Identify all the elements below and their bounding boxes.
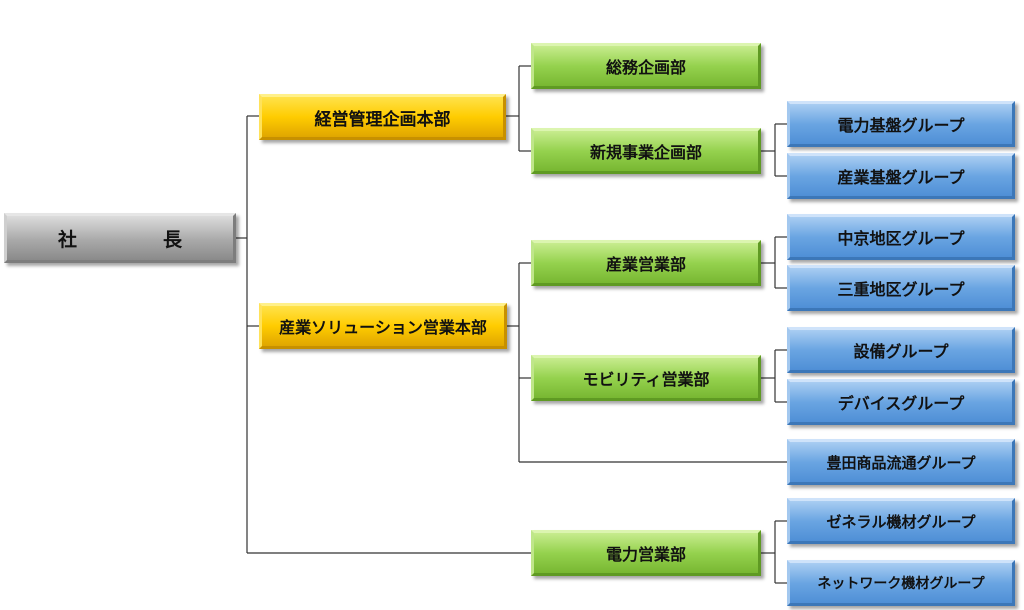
dept-general-planning[interactable]: 総務企画部: [531, 43, 761, 89]
division-industrial-solutions-label: 産業ソリューション営業本部: [279, 318, 487, 337]
group-network-material-label: ネットワーク機材グループ: [817, 576, 985, 592]
ceo-label-char2: 長: [163, 228, 183, 251]
ceo-box[interactable]: 社 長: [4, 213, 236, 263]
dept-general-planning-label: 総務企画部: [605, 58, 686, 77]
group-equipment[interactable]: 設備グループ: [787, 327, 1015, 373]
dept-industrial-sales-label: 産業営業部: [605, 255, 686, 274]
group-device[interactable]: デバイスグループ: [787, 379, 1015, 425]
dept-mobility-sales-label: モビリティ営業部: [582, 370, 710, 389]
group-mie-area[interactable]: 三重地区グループ: [787, 265, 1015, 311]
ceo-label-char1: 社: [57, 228, 77, 251]
group-toyoda-distribution[interactable]: 豊田商品流通グループ: [787, 439, 1015, 485]
division-management[interactable]: 経営管理企画本部: [259, 94, 506, 140]
group-equipment-label: 設備グループ: [853, 342, 949, 361]
dept-mobility-sales[interactable]: モビリティ営業部: [531, 355, 761, 401]
group-chukyo-area-label: 中京地区グループ: [837, 229, 965, 248]
division-management-label: 経営管理企画本部: [314, 109, 451, 130]
group-industrial-infra[interactable]: 産業基盤グループ: [787, 153, 1015, 199]
group-power-infra-label: 電力基盤グループ: [837, 116, 965, 135]
dept-new-business[interactable]: 新規事業企画部: [531, 128, 761, 174]
group-network-material[interactable]: ネットワーク機材グループ: [787, 560, 1015, 606]
group-general-material-label: ゼネラル機材グループ: [826, 512, 976, 531]
group-general-material[interactable]: ゼネラル機材グループ: [787, 498, 1015, 544]
group-chukyo-area[interactable]: 中京地区グループ: [787, 214, 1015, 260]
dept-power-sales[interactable]: 電力営業部: [531, 530, 761, 576]
dept-industrial-sales[interactable]: 産業営業部: [531, 240, 761, 286]
group-toyoda-distribution-label: 豊田商品流通グループ: [826, 453, 976, 472]
group-mie-area-label: 三重地区グループ: [837, 280, 965, 299]
group-power-infra[interactable]: 電力基盤グループ: [787, 101, 1015, 147]
dept-new-business-label: 新規事業企画部: [589, 143, 702, 162]
dept-power-sales-label: 電力営業部: [605, 545, 686, 564]
group-industrial-infra-label: 産業基盤グループ: [837, 168, 965, 187]
group-device-label: デバイスグループ: [837, 394, 965, 413]
division-industrial-solutions[interactable]: 産業ソリューション営業本部: [259, 303, 507, 349]
